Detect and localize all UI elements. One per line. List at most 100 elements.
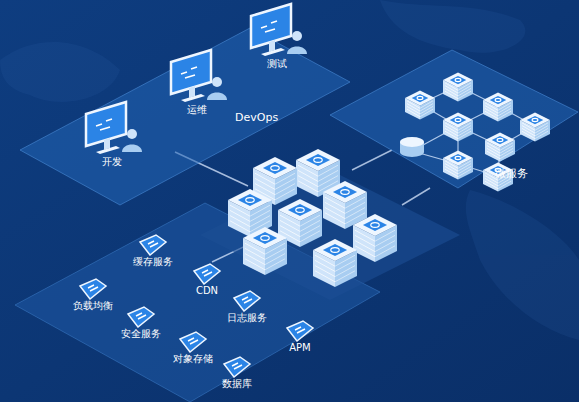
db-cylinder-top: [400, 137, 424, 147]
cube-top: [253, 157, 297, 179]
cube-top: [485, 133, 515, 148]
cube-stripe: [315, 260, 335, 271]
service-tile: 负载均衡: [71, 278, 115, 312]
cube-stripe: [230, 210, 250, 221]
cube-top: [313, 239, 357, 261]
item-label: CDN: [190, 285, 224, 297]
cube-stripe: [485, 111, 498, 119]
cube-stripe: [487, 151, 500, 159]
cube-icon-glyph: [371, 223, 379, 228]
cube-stripe: [345, 202, 365, 213]
item-label: 测试: [245, 58, 309, 70]
cube-stripe: [445, 131, 458, 139]
item-label: 对象存储: [171, 353, 215, 365]
cube-icon-glyph: [331, 248, 339, 253]
cube-stripe: [335, 260, 355, 271]
icon-glyph: [188, 338, 198, 344]
cube-stripe: [255, 184, 275, 195]
cube-stripe: [375, 241, 395, 252]
cube-stripe: [245, 248, 265, 259]
cube-stripe: [485, 181, 498, 189]
cube-icon-glyph: [341, 190, 349, 195]
cube-top: [353, 214, 397, 236]
person-head: [212, 77, 222, 87]
icon-glyph: [232, 363, 242, 369]
cube-top: [483, 93, 513, 108]
cube-icon-tile: [363, 219, 387, 231]
icon-tile: [234, 291, 260, 311]
cube-stripe: [318, 170, 338, 181]
server-cube: [243, 227, 287, 275]
server-cube: [485, 133, 515, 162]
cube-icon-glyph: [455, 118, 461, 121]
db-cylinder-bottom: [400, 147, 424, 157]
person-body: [287, 47, 307, 55]
service-tile: APM: [283, 320, 317, 354]
cube-icon-glyph: [497, 138, 503, 141]
cube-stripe: [298, 170, 318, 181]
cube-stripe: [280, 226, 300, 237]
cube-icon-tile: [527, 116, 544, 124]
item-label: 日志服务: [225, 312, 269, 324]
cube-icon-glyph: [246, 198, 254, 203]
cube-icon-glyph: [455, 78, 461, 81]
cube-icon-tile: [288, 204, 312, 216]
person-head: [292, 31, 302, 41]
cube-stripe: [275, 178, 295, 189]
service-icon: [138, 234, 168, 256]
cube-stripe: [265, 248, 285, 259]
icon-tile: [180, 332, 206, 352]
cube-stripe: [458, 91, 471, 99]
item-label: 数据库: [220, 378, 254, 390]
cube-top: [323, 181, 367, 203]
cube-top: [405, 91, 435, 106]
role-monitor: 测试: [245, 2, 309, 70]
service-icon: [78, 278, 108, 300]
microservice-network: [400, 73, 550, 192]
cube-icon-tile: [306, 154, 330, 166]
server-cube: [520, 113, 550, 142]
cube-icon-tile: [490, 96, 507, 104]
cube-stripe: [355, 235, 375, 246]
cube-icon-tile: [450, 154, 467, 162]
cube-icon-tile: [238, 194, 262, 206]
item-label: 运维: [165, 104, 229, 116]
icon-glyph: [148, 241, 158, 247]
cube-stripe: [318, 176, 338, 187]
service-tile: 安全服务: [119, 306, 163, 340]
cube-stripe: [300, 226, 320, 237]
cube-stripe: [255, 178, 275, 189]
cube-icon-glyph: [271, 166, 279, 171]
cube-stripe: [375, 235, 395, 246]
service-tile: CDN: [190, 263, 224, 297]
cube-stripe: [325, 213, 345, 224]
cube-icon-tile: [253, 232, 277, 244]
cube-stripe: [265, 259, 285, 270]
cube-stripe: [458, 169, 471, 177]
icon-tile: [140, 235, 166, 255]
monitor-glyph: [96, 119, 112, 130]
icon-glyph: [242, 297, 252, 303]
cube-stripe: [355, 241, 375, 252]
cube-top: [443, 113, 473, 128]
service-icon: [126, 306, 156, 328]
cube-stripe: [407, 109, 420, 117]
server-cube: [353, 214, 397, 262]
monitor-glyph: [181, 67, 197, 78]
cube-stripe: [355, 246, 375, 257]
cube-top: [443, 73, 473, 88]
monitor-glyph: [261, 21, 277, 32]
item-label: 安全服务: [119, 328, 163, 340]
person-head: [127, 129, 137, 139]
cube-icon-tile: [263, 162, 287, 174]
icon-glyph: [88, 285, 98, 291]
monitor-figure: [245, 2, 309, 58]
monitor-figure: [165, 48, 229, 104]
cube-icon-tile: [333, 186, 357, 198]
icon-tile: [80, 279, 106, 299]
icon-tile: [287, 321, 313, 341]
cube-stripe: [298, 181, 318, 192]
cube-stripe: [298, 176, 318, 187]
cube-icon-tile: [450, 76, 467, 84]
